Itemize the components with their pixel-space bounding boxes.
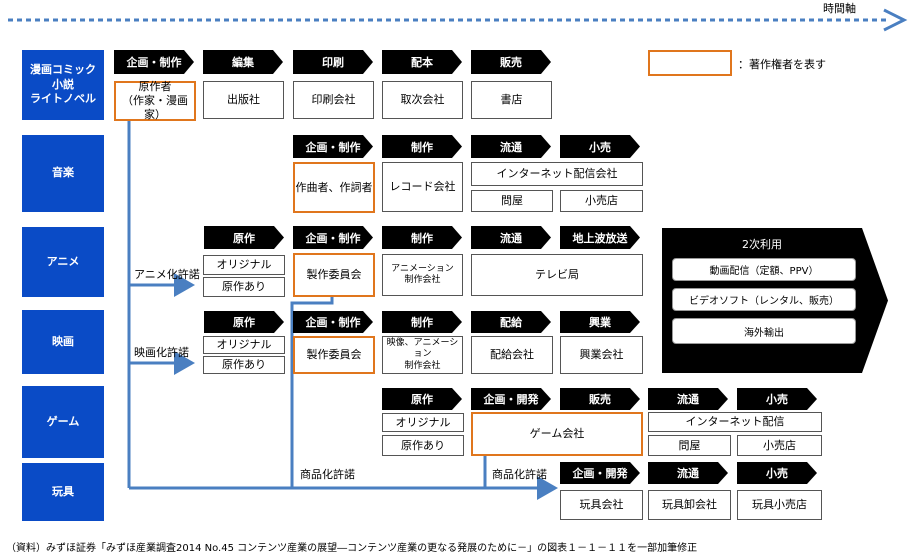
manga-stage-sales: 販売 — [471, 50, 551, 74]
anime-tv-station-box: テレビ局 — [471, 254, 643, 296]
secondary-use-export: 海外輸出 — [672, 318, 856, 344]
toy-stage-development: 企画・開発 — [560, 462, 640, 484]
game-stage-retail: 小売 — [737, 388, 817, 410]
manga-distributor-box: 取次会社 — [382, 81, 463, 119]
toy-wholesaler-box: 玩具卸会社 — [648, 490, 731, 520]
anime-stage-production: 制作 — [382, 226, 462, 249]
secondary-use-streaming: 動画配信（定額、PPV） — [672, 258, 856, 281]
game-stage-development: 企画・開発 — [471, 388, 551, 410]
manga-stage-editing: 編集 — [203, 50, 283, 74]
film-stage-planning: 企画・制作 — [293, 311, 373, 333]
toy-company-box: 玩具会社 — [560, 490, 643, 520]
anime-based-on-original-box: 原作あり — [203, 277, 285, 297]
time-axis-label: 時間軸 — [823, 2, 856, 15]
manga-stage-printing: 印刷 — [293, 50, 373, 74]
music-record-company-box: レコード会社 — [382, 162, 463, 212]
toy-permission-label-right: 商品化許諾 — [492, 468, 547, 481]
film-based-on-original-box: 原作あり — [203, 356, 285, 374]
secondary-use-title: 2次利用 — [742, 238, 782, 251]
manga-stage-distribution: 配本 — [382, 50, 462, 74]
film-exhibitor-box: 興業会社 — [560, 336, 643, 374]
game-wholesaler-box: 問屋 — [648, 435, 731, 456]
toy-retailer-box: 玩具小売店 — [737, 490, 822, 520]
game-stage-original: 原作 — [382, 388, 462, 410]
music-stage-planning: 企画・制作 — [293, 135, 373, 158]
game-internet-distribution-box: インターネット配信 — [648, 412, 822, 432]
game-stage-distribution: 流通 — [648, 388, 728, 410]
category-toy: 玩具 — [22, 463, 104, 521]
music-composer-lyricist-box: 作曲者、作詞者 — [293, 162, 375, 213]
legend-text: ：著作権者を表す — [738, 58, 826, 71]
category-game: ゲーム — [22, 386, 104, 458]
committee-flow-line — [290, 296, 334, 488]
music-stage-distribution: 流通 — [471, 135, 551, 158]
manga-bookstore-box: 書店 — [471, 81, 552, 119]
manga-publisher-box: 出版社 — [203, 81, 284, 119]
film-stage-distribution: 配給 — [471, 311, 551, 333]
manga-printing-company-box: 印刷会社 — [293, 81, 374, 119]
category-film: 映画 — [22, 310, 104, 374]
film-permission-label: 映画化許諾 — [134, 346, 189, 359]
anime-stage-original: 原作 — [204, 226, 284, 249]
film-stage-production: 制作 — [382, 311, 462, 333]
anime-production-committee-box: 製作委員会 — [293, 253, 375, 297]
music-wholesaler-box: 問屋 — [471, 190, 553, 212]
toy-stage-retail: 小売 — [737, 462, 817, 484]
film-video-studio-box: 映像、アニメーション 制作会社 — [382, 336, 463, 374]
time-axis-arrowhead — [883, 8, 908, 32]
category-anime: アニメ — [22, 227, 104, 297]
anime-permission-label: アニメ化許諾 — [134, 268, 200, 281]
source-note: （資料）みずほ証券「みずほ産業調査2014 No.45 コンテンツ産業の展望―コ… — [6, 543, 698, 554]
toy-stage-distribution: 流通 — [648, 462, 728, 484]
legend-copyright-box — [648, 50, 732, 76]
film-stage-original: 原作 — [204, 311, 284, 333]
music-stage-retail: 小売 — [560, 135, 640, 158]
toy-permission-label-left: 商品化許諾 — [300, 468, 355, 481]
manga-original-author-box: 原作者 （作家・漫画家） — [114, 80, 196, 121]
film-original-box: オリジナル — [203, 336, 285, 354]
music-internet-distributor-box: インターネット配信会社 — [471, 162, 643, 186]
game-based-on-original-box: 原作あり — [382, 435, 464, 456]
anime-stage-broadcast: 地上波放送 — [560, 226, 640, 249]
game-retailer-box: 小売店 — [737, 435, 822, 456]
music-retailer-box: 小売店 — [560, 190, 643, 212]
manga-stage-planning: 企画・制作 — [114, 50, 194, 74]
game-company-box: ゲーム会社 — [471, 412, 643, 456]
anime-animation-studio-box: アニメーション 制作会社 — [382, 254, 463, 296]
category-manga: 漫画コミック 小説 ライトノベル — [22, 50, 104, 120]
film-stage-exhibition: 興業 — [560, 311, 640, 333]
music-stage-production: 制作 — [382, 135, 462, 158]
film-distributor-box: 配給会社 — [471, 336, 553, 374]
game-stage-sales: 販売 — [560, 388, 640, 410]
film-production-committee-box: 製作委員会 — [293, 336, 375, 374]
anime-stage-planning: 企画・制作 — [293, 226, 373, 249]
game-original-box: オリジナル — [382, 413, 464, 432]
secondary-use-video-software: ビデオソフト（レンタル、販売） — [672, 288, 856, 311]
anime-original-box: オリジナル — [203, 255, 285, 275]
category-music: 音楽 — [22, 135, 104, 212]
anime-stage-distribution: 流通 — [471, 226, 551, 249]
